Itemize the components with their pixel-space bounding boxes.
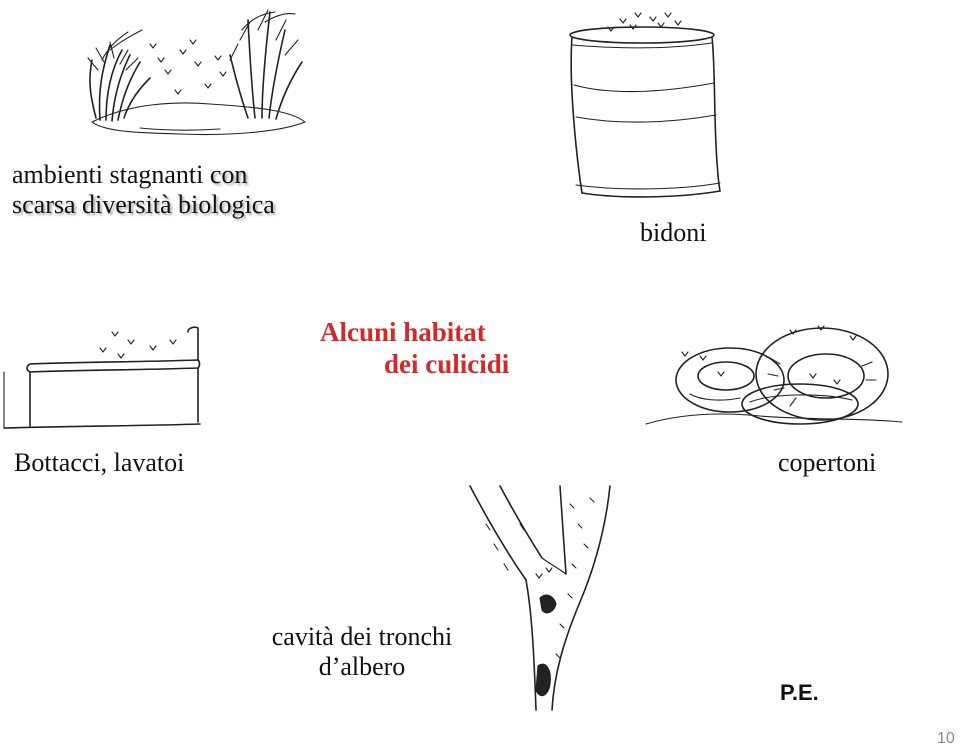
caption-tree: cavità dei tronchi d’albero	[262, 622, 462, 682]
caption-tree-line2: d’albero	[318, 652, 406, 681]
page-number: 10	[937, 730, 955, 747]
tyres-sketch	[645, 325, 903, 425]
caption-stagnant-emphasis: con	[209, 160, 248, 189]
slide-title-line1: Alcuni habitat	[320, 317, 486, 347]
caption-tree-line1: cavità dei tronchi	[271, 622, 453, 651]
author-initials: P.E.	[780, 680, 819, 705]
drum-sketch	[569, 12, 721, 198]
trough-sketch	[3, 326, 201, 429]
stagnant-pond-sketch	[87, 9, 306, 136]
caption-stagnant-line1: ambienti stagnanti	[12, 160, 210, 189]
slide-title-line2: dei culicidi	[384, 349, 510, 379]
caption-troughs: Bottacci, lavatoi	[14, 448, 185, 477]
tree-hollow-sketch	[469, 485, 611, 711]
caption-tyres: copertoni	[778, 448, 877, 477]
caption-stagnant-line2: scarsa diversità biologica	[12, 190, 275, 219]
caption-stagnant: ambienti stagnanti con scarsa diversità …	[12, 160, 275, 220]
caption-drums: bidoni	[640, 218, 707, 247]
